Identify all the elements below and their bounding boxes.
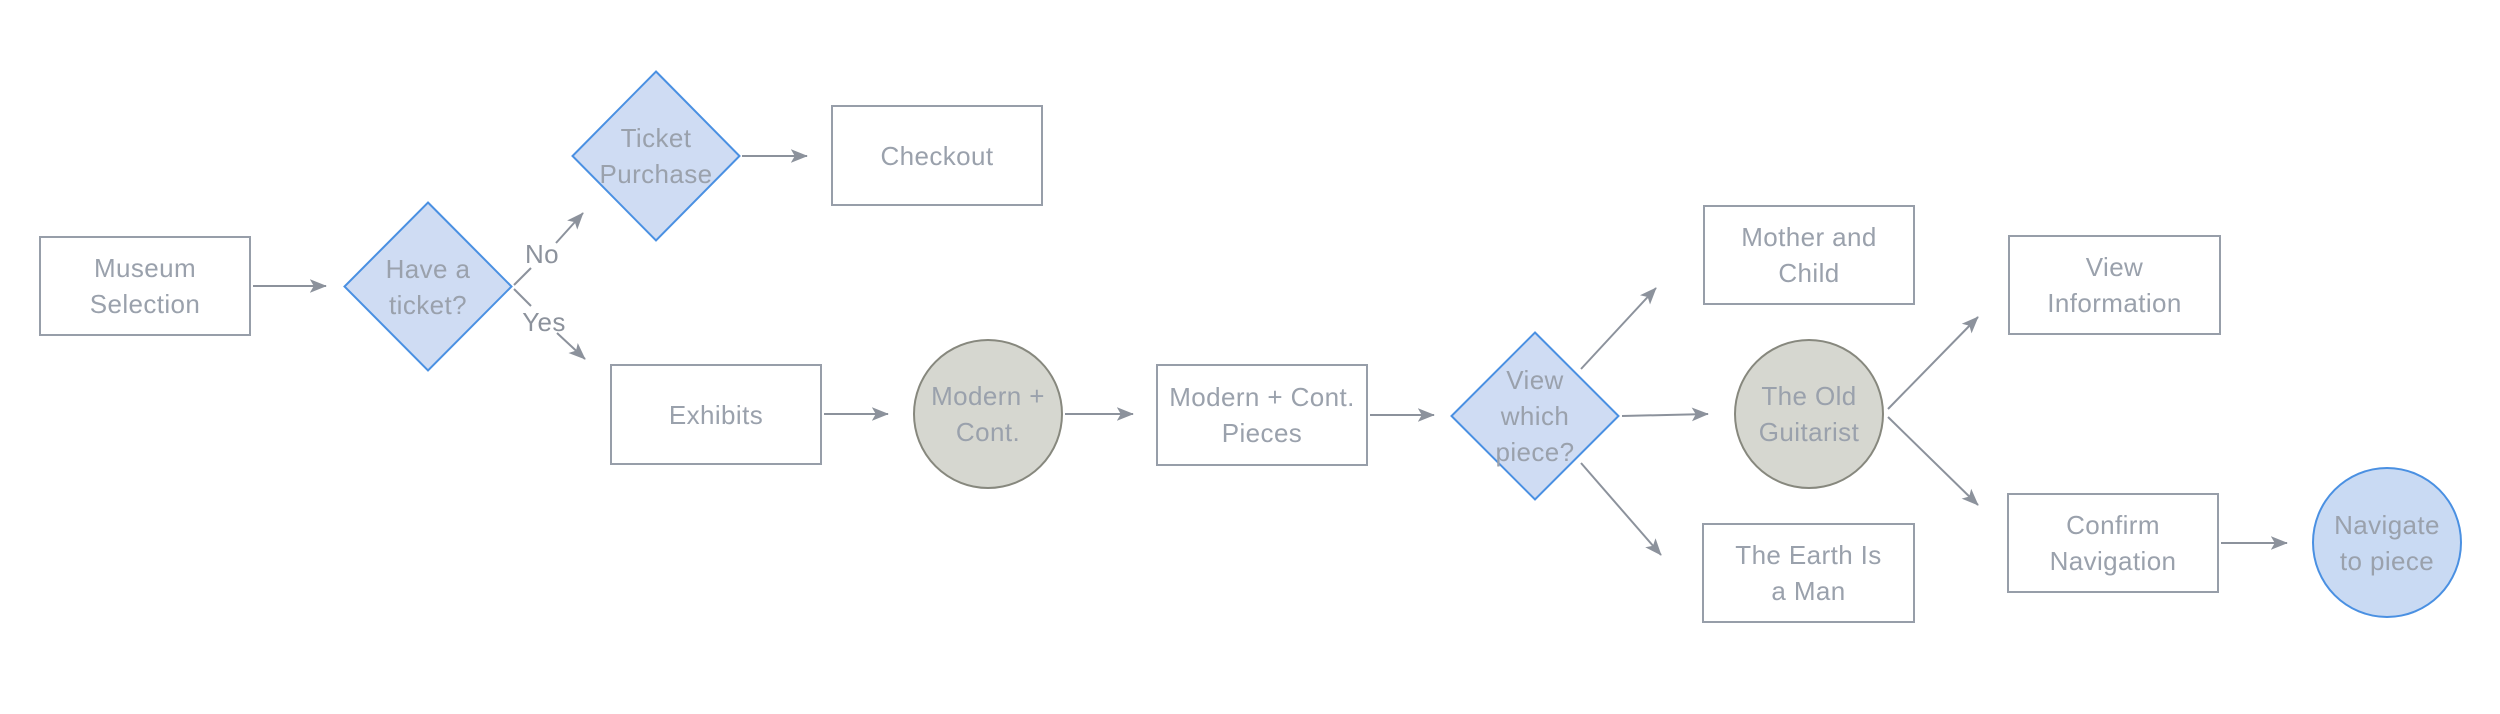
node-label: View Information — [2047, 252, 2182, 318]
node-earth-is-a-man[interactable]: The Earth Is a Man — [1702, 523, 1915, 623]
node-view-information[interactable]: View Information — [2008, 235, 2221, 335]
connector-view-which-to-mother-child — [1580, 287, 1657, 370]
node-modern-cont-pieces[interactable]: Modern + Cont. Pieces — [1156, 364, 1368, 466]
node-exhibits[interactable]: Exhibits — [610, 364, 822, 465]
connector-yes-to-exhibits — [556, 332, 586, 360]
node-label: Checkout — [880, 140, 994, 171]
node-label: Mother and Child — [1741, 222, 1877, 288]
node-label: Modern + Cont. Pieces — [1169, 382, 1355, 448]
node-modern-cont[interactable]: Modern + Cont. — [913, 339, 1063, 489]
node-label: Have a ticket? — [385, 253, 471, 320]
edge-label-no: No — [524, 239, 560, 269]
node-view-which-piece[interactable]: View which piece? — [1450, 331, 1620, 501]
node-label: Modern + Cont. — [931, 381, 1045, 447]
node-label: Exhibits — [668, 399, 764, 430]
node-label: The Old Guitarist — [1758, 381, 1860, 447]
node-checkout[interactable]: Checkout — [831, 105, 1043, 206]
edge-label-yes: Yes — [522, 307, 566, 337]
node-label: Museum Selection — [89, 253, 201, 319]
node-museum-selection[interactable]: Museum Selection — [39, 236, 251, 336]
connector-yes-stub — [513, 288, 532, 307]
connector-no-stub — [513, 267, 532, 286]
diamond-shape — [343, 201, 513, 372]
node-label: Confirm Navigation — [2049, 510, 2177, 576]
connector-view-which-to-earth-man — [1580, 462, 1662, 556]
diamond-shape — [571, 70, 741, 242]
node-ticket-purchase[interactable]: Ticket Purchase — [571, 70, 741, 242]
node-mother-and-child[interactable]: Mother and Child — [1703, 205, 1915, 305]
node-confirm-navigation[interactable]: Confirm Navigation — [2007, 493, 2219, 593]
connector-old-guitarist-to-confirm-nav — [1887, 416, 1979, 506]
node-have-a-ticket[interactable]: Have a ticket? — [343, 201, 513, 372]
node-label: Navigate to piece — [2334, 509, 2440, 576]
node-label: The Earth Is a Man — [1735, 540, 1882, 606]
node-label: View which piece? — [1495, 365, 1575, 467]
connector-no-to-ticket-purchase — [555, 212, 584, 244]
connector-old-guitarist-to-view-info — [1887, 316, 1979, 410]
node-old-guitarist[interactable]: The Old Guitarist — [1734, 339, 1884, 489]
diamond-shape — [1450, 331, 1620, 501]
connector-view-which-to-old-guitarist — [1621, 407, 1709, 422]
node-navigate-to-piece[interactable]: Navigate to piece — [2312, 467, 2462, 618]
node-label: Ticket Purchase — [599, 123, 713, 189]
